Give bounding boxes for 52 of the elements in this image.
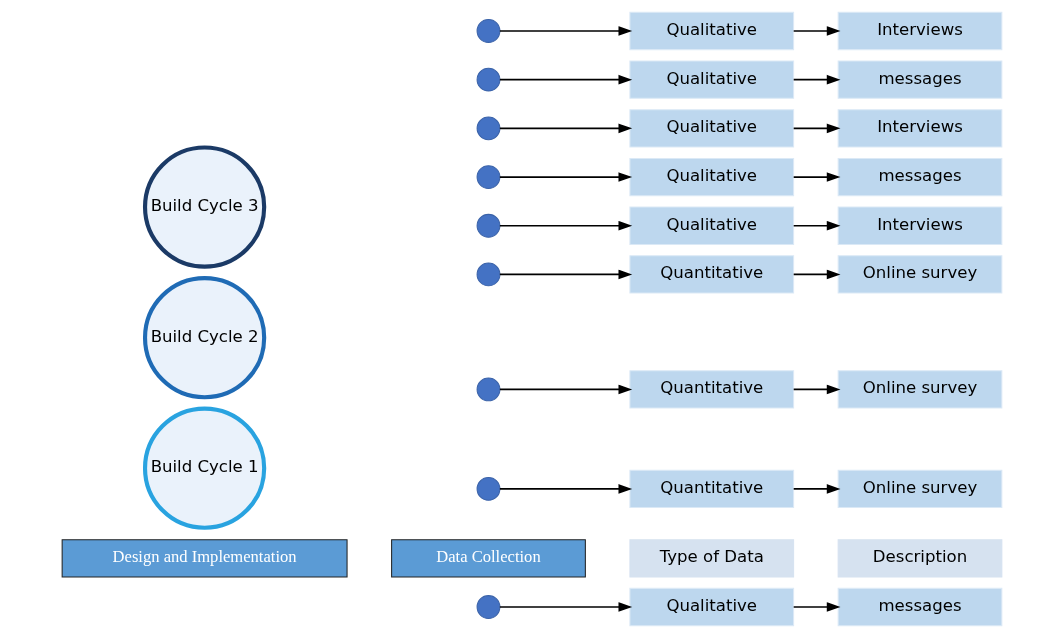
node-box: Data Collection bbox=[390, 539, 586, 578]
arrow bbox=[498, 220, 632, 231]
arrow bbox=[498, 74, 632, 85]
node-circle bbox=[476, 19, 500, 43]
node-circle bbox=[476, 213, 500, 238]
node-box: Qualitative bbox=[628, 587, 794, 627]
node-box: Qualitative bbox=[628, 11, 794, 51]
node-box: Interviews bbox=[837, 109, 1002, 148]
node-circle bbox=[476, 116, 500, 141]
arrow bbox=[792, 74, 840, 85]
node-box: Interviews bbox=[837, 11, 1002, 51]
arrow bbox=[498, 26, 632, 36]
node-box: messages bbox=[837, 157, 1002, 197]
node-circle bbox=[476, 377, 500, 402]
node-box: Online survey bbox=[837, 255, 1002, 294]
arrow bbox=[792, 269, 840, 280]
node-circle: Build Cycle 3 bbox=[142, 145, 266, 269]
arrow bbox=[498, 484, 632, 494]
node-circle: Build Cycle 1 bbox=[142, 406, 266, 530]
arrow bbox=[498, 602, 632, 612]
arrow bbox=[498, 269, 632, 280]
arrow bbox=[498, 172, 632, 182]
label: Description bbox=[872, 547, 967, 567]
node-box: Quantitative bbox=[628, 255, 794, 294]
node-box: Qualitative bbox=[628, 109, 794, 148]
node-box: Qualitative bbox=[628, 206, 794, 245]
node-circle bbox=[476, 67, 500, 92]
node-circle bbox=[476, 595, 500, 619]
arrow bbox=[498, 123, 632, 134]
node-box: Interviews bbox=[837, 206, 1002, 245]
node-box: Quantitative bbox=[628, 469, 794, 509]
node-box: Qualitative bbox=[628, 60, 794, 99]
arrow bbox=[792, 26, 840, 36]
node-circle bbox=[476, 165, 500, 189]
node-circle bbox=[476, 477, 500, 501]
node-box: messages bbox=[837, 60, 1002, 99]
label: Type of Data bbox=[659, 547, 764, 567]
arrow bbox=[498, 384, 632, 395]
node-circle: Build Cycle 2 bbox=[142, 276, 266, 400]
arrow bbox=[792, 220, 840, 231]
arrow bbox=[792, 484, 840, 494]
node-circle bbox=[476, 262, 500, 287]
node-box: Online survey bbox=[837, 469, 1002, 509]
node-box: Design and Implementation bbox=[61, 539, 348, 578]
arrow bbox=[792, 123, 840, 134]
arrow bbox=[792, 384, 840, 395]
arrow bbox=[792, 172, 840, 182]
arrow bbox=[792, 602, 840, 612]
node-box: Qualitative bbox=[628, 157, 794, 197]
node-box: messages bbox=[837, 587, 1002, 627]
node-box: Quantitative bbox=[628, 370, 794, 409]
node-box: Online survey bbox=[837, 370, 1002, 409]
